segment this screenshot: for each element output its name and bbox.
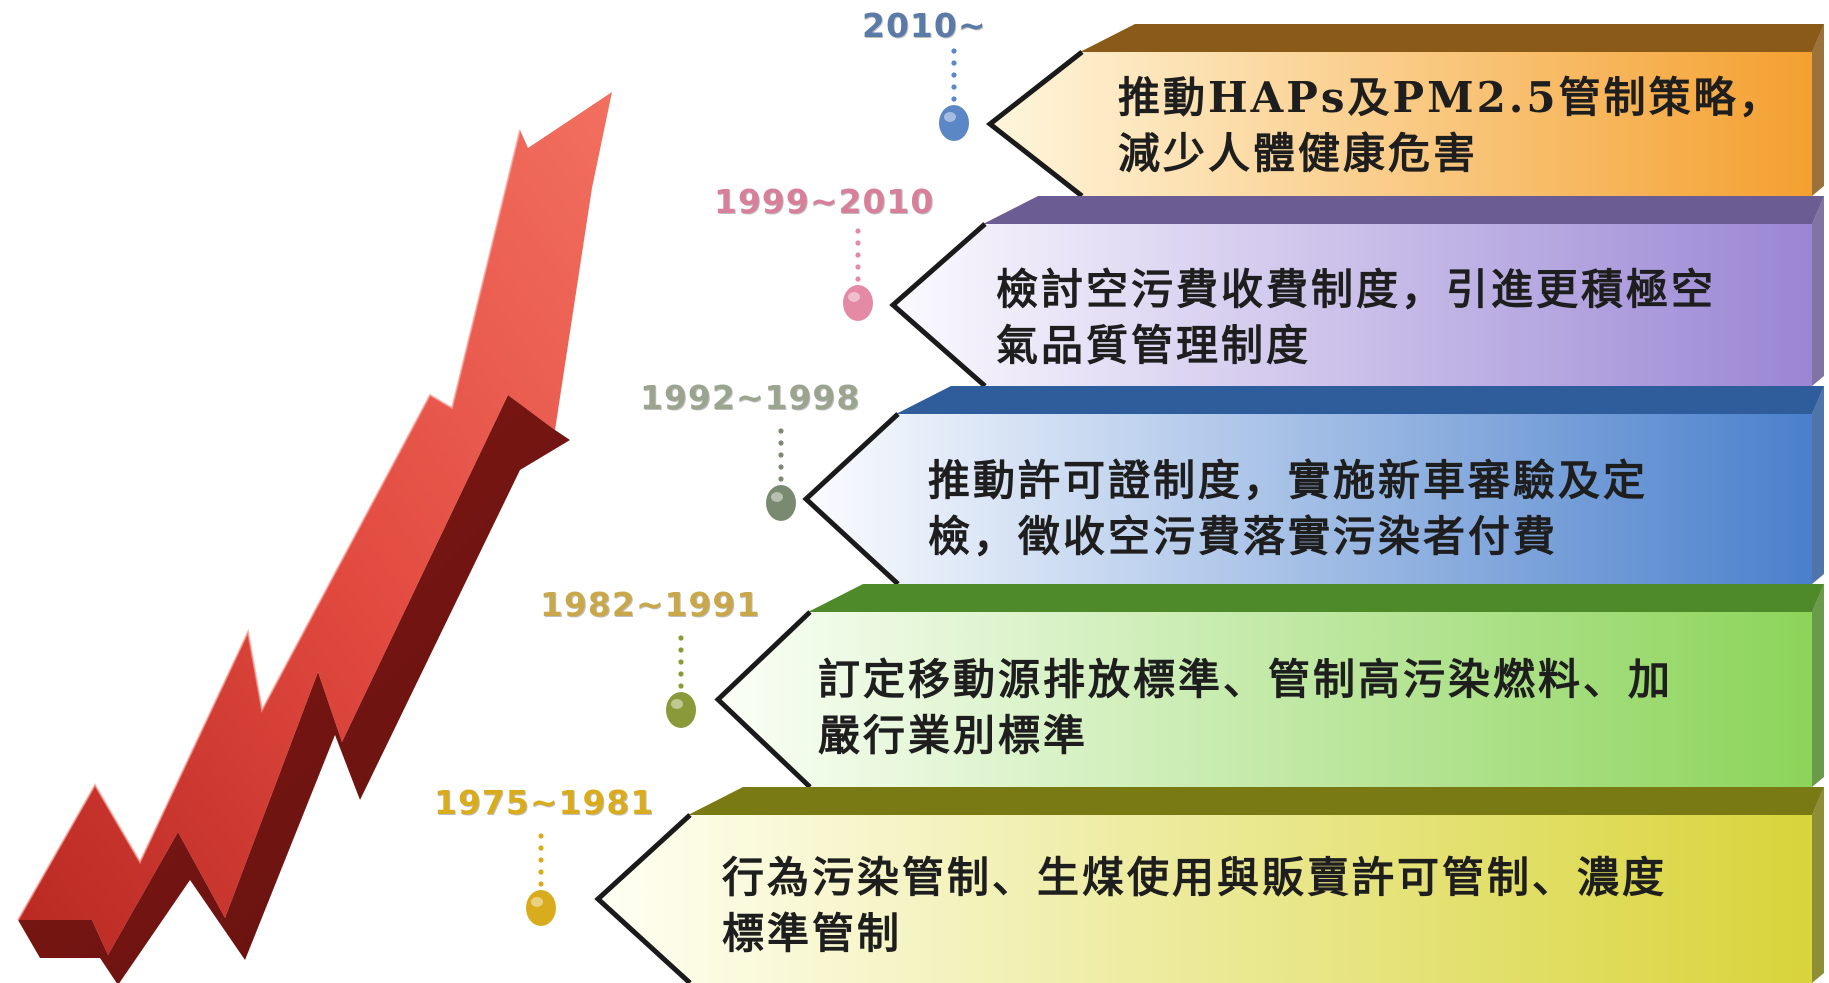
stage-description: 推動HAPs及PM2.5管制策略， 減少人體健康危害: [1118, 70, 1784, 182]
timeline-marker-highlight: [848, 292, 860, 302]
card-side: [1812, 386, 1824, 584]
card-top-band: [808, 584, 1824, 612]
card-chevron-edge: [714, 610, 812, 789]
connector-dot: [778, 464, 784, 470]
card-face: [990, 52, 1812, 196]
description-line: 嚴行業別標準: [818, 711, 1089, 760]
description-line: 減少人體健康危害: [1118, 129, 1479, 178]
year-label: 1975~1981: [434, 783, 655, 822]
card-face: [718, 612, 1812, 787]
description-line: 檢討空污費收費制度，引進更積極空: [996, 265, 1717, 314]
timeline-marker: [666, 692, 696, 728]
card-top-band: [688, 787, 1824, 815]
stage-cards: [526, 24, 1824, 983]
description-line: 訂定移動源排放標準、管制高污染燃料、加: [818, 655, 1674, 704]
arrow-side-face: [18, 395, 570, 983]
stage-description: 檢討空污費收費制度，引進更積極空氣品質管理制度: [996, 262, 1716, 374]
timeline-marker: [843, 285, 873, 321]
card-side: [1812, 787, 1824, 983]
card-chevron-edge: [594, 813, 692, 983]
connector-dot: [538, 881, 544, 887]
stage-card: [526, 787, 1824, 983]
stage-card: [939, 24, 1824, 198]
timeline-marker: [939, 105, 969, 141]
trend-arrow: [17, 92, 612, 983]
timeline-marker-highlight: [531, 897, 543, 907]
year-label: 2010~: [862, 6, 987, 45]
connector-dot: [778, 428, 784, 434]
year-label: 1999~2010: [714, 182, 935, 221]
card-top-band: [983, 196, 1824, 224]
connector-dot: [855, 228, 861, 234]
card-top-band: [1080, 24, 1824, 52]
stage-description: 訂定移動源排放標準、管制高污染燃料、加嚴行業別標準: [818, 652, 1673, 764]
connector-dot: [538, 845, 544, 851]
connector-dot: [778, 452, 784, 458]
stage-card: [843, 196, 1824, 388]
year-label: 1982~1991: [540, 585, 761, 624]
description-line: 檢，徵收空污費落實污染者付費: [928, 512, 1559, 561]
connector-dot: [855, 240, 861, 246]
timeline-marker: [526, 890, 556, 926]
connector-dot: [778, 476, 784, 482]
timeline-marker-highlight: [944, 112, 956, 122]
connector-dot: [678, 659, 684, 665]
card-top-band: [896, 386, 1824, 414]
timeline-marker-highlight: [671, 699, 683, 709]
timeline-marker: [766, 485, 796, 521]
stage-description: 行為污染管制、生煤使用與販賣許可管制、濃度標準管制: [722, 850, 1667, 962]
description-line: 標準管制: [722, 909, 903, 958]
connector-dot: [855, 252, 861, 258]
card-chevron-edge: [889, 222, 987, 388]
connector-dot: [678, 671, 684, 677]
connector-dot: [951, 60, 957, 66]
connector-dot: [538, 869, 544, 875]
connector-dot: [778, 440, 784, 446]
card-face: [806, 414, 1812, 584]
connector-dot: [951, 84, 957, 90]
connector-dot: [678, 635, 684, 641]
stage-card: [766, 386, 1824, 586]
connector-dot: [951, 96, 957, 102]
arrow-icon: [18, 92, 612, 955]
connector-dot: [678, 647, 684, 653]
description-line: 推動許可證制度，實施新車審驗及定: [928, 456, 1649, 505]
connector-dot: [538, 833, 544, 839]
card-face: [893, 224, 1812, 386]
timeline-marker-highlight: [771, 492, 783, 502]
card-chevron-edge: [985, 50, 1084, 198]
connector-dot: [951, 48, 957, 54]
description-line: 推動HAPs及PM2.5管制策略，: [1118, 73, 1784, 122]
card-side: [1812, 196, 1824, 386]
year-label: 1992~1998: [640, 378, 861, 417]
card-chevron-edge: [802, 412, 900, 586]
description-line: 行為污染管制、生煤使用與販賣許可管制、濃度: [722, 853, 1668, 902]
card-face: [598, 815, 1812, 983]
stage-description: 推動許可證制度，實施新車審驗及定檢，徵收空污費落實污染者付費: [928, 453, 1648, 565]
connector-dot: [855, 264, 861, 270]
card-side: [1812, 584, 1824, 787]
stage-card: [666, 584, 1824, 789]
description-line: 氣品質管理制度: [996, 321, 1312, 370]
card-side: [1812, 24, 1824, 196]
connector-dot: [678, 683, 684, 689]
connector-dot: [538, 857, 544, 863]
connector-dot: [855, 276, 861, 282]
arrow-highlight: [17, 129, 521, 921]
connector-dot: [951, 72, 957, 78]
